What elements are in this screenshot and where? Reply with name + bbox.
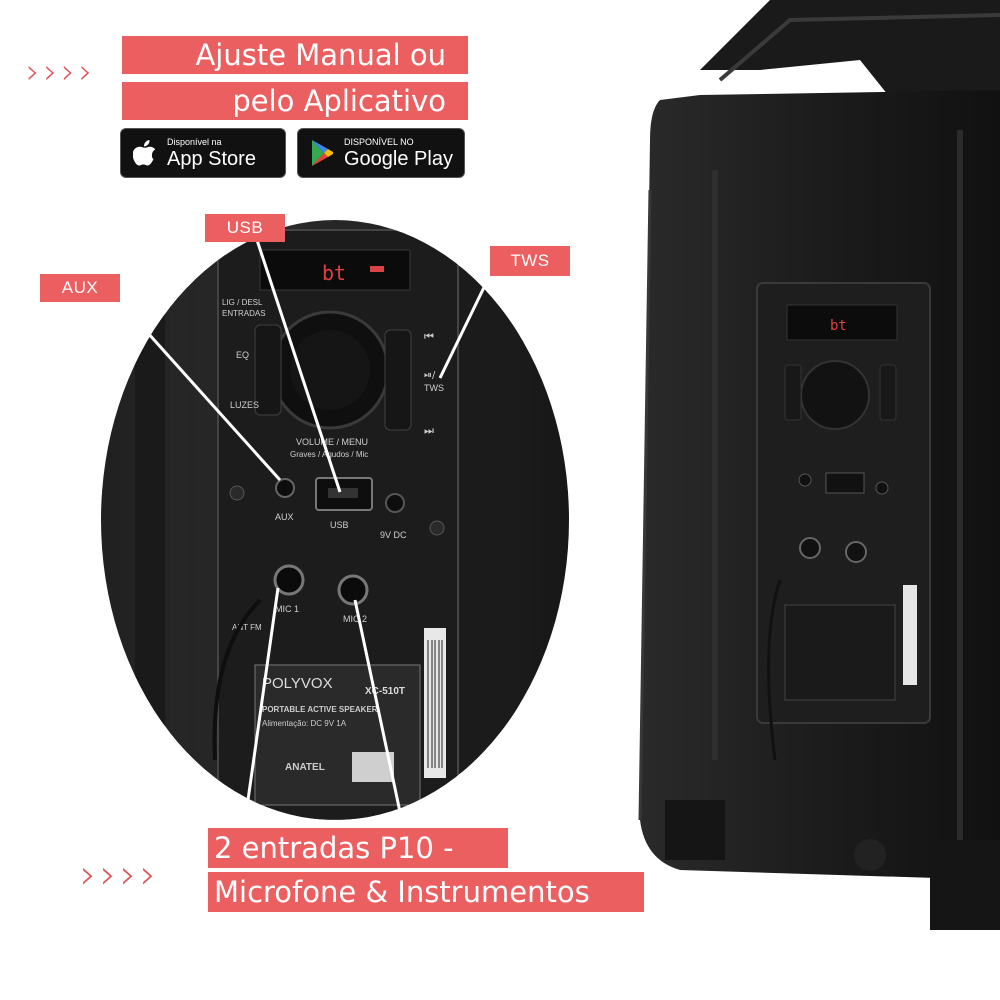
app-store-big: App Store (167, 147, 256, 170)
panel-label-label-usb: USB (330, 520, 349, 530)
panel-label-label-entradas: ENTRADAS (222, 309, 266, 318)
panel-label-label-antfm: ANT FM (232, 623, 262, 632)
closeup-display-text: bt (322, 261, 346, 285)
panel-label-label-mic1: MIC 1 (275, 604, 299, 614)
bottom-line-2: Microfone & Instrumentos (208, 872, 644, 912)
callout-line-tws (438, 274, 492, 379)
apple-icon (133, 140, 156, 166)
panel-label-label-volume: VOLUME / MENU (296, 437, 368, 447)
closeup-mic2-jack (337, 574, 369, 606)
google-play-small: DISPONÍVEL NO (344, 136, 414, 147)
panel-label-label-dc: 9V DC (380, 530, 407, 540)
panel-label-label-luzes: LUZES (230, 400, 259, 410)
closeup-dc-jack (385, 493, 405, 513)
app-store-small: Disponível na (167, 136, 222, 147)
panel-label-label-eq: EQ (236, 350, 249, 360)
callout-line-usb (255, 239, 342, 493)
google-play-big: Google Play (344, 147, 453, 170)
closeup-brand: POLYVOX (262, 675, 333, 692)
tag-tws: TWS (490, 246, 570, 276)
headline-line-1: Ajuste Manual ou (122, 36, 468, 74)
app-store-badge[interactable]: Disponível na App Store (120, 128, 286, 178)
headline-line-2: pelo Aplicativo (122, 82, 468, 120)
bottom-line-1: 2 entradas P10 - (208, 828, 508, 868)
panel-label-label-lig: LIG / DESL (222, 298, 263, 307)
panel-label-anatel: ANATEL (285, 762, 325, 773)
svg-text:⏮: ⏮ (424, 330, 434, 343)
bottom-chevrons: ›››› (80, 852, 160, 898)
callout-line-aux (118, 300, 282, 482)
google-play-icon (312, 140, 333, 166)
panel-label-spec1: PORTABLE ACTIVE SPEAKER (262, 705, 378, 714)
svg-text:⏭: ⏭ (424, 424, 434, 437)
tag-aux: AUX (40, 274, 120, 302)
closeup-aux-jack (275, 478, 295, 498)
panel-label-label-aux: AUX (275, 512, 294, 522)
panel-label-label-tws: TWS (424, 383, 444, 393)
tag-usb: USB (205, 214, 285, 242)
closeup-mic1-jack (273, 564, 305, 596)
callout-line-mic2 (353, 599, 402, 813)
callout-line-mic1 (246, 587, 280, 801)
panel-label-spec2: Alimentação: DC 9V 1A (262, 719, 347, 728)
closeup-model: XC-510T (365, 686, 405, 697)
panel-label-label-mic2: MIC 2 (343, 614, 367, 624)
headline-chevrons: ›››› (26, 52, 97, 92)
google-play-badge[interactable]: DISPONÍVEL NO Google Play (297, 128, 465, 178)
svg-text:⏯/: ⏯/ (424, 370, 436, 381)
closeup-display (259, 249, 411, 291)
